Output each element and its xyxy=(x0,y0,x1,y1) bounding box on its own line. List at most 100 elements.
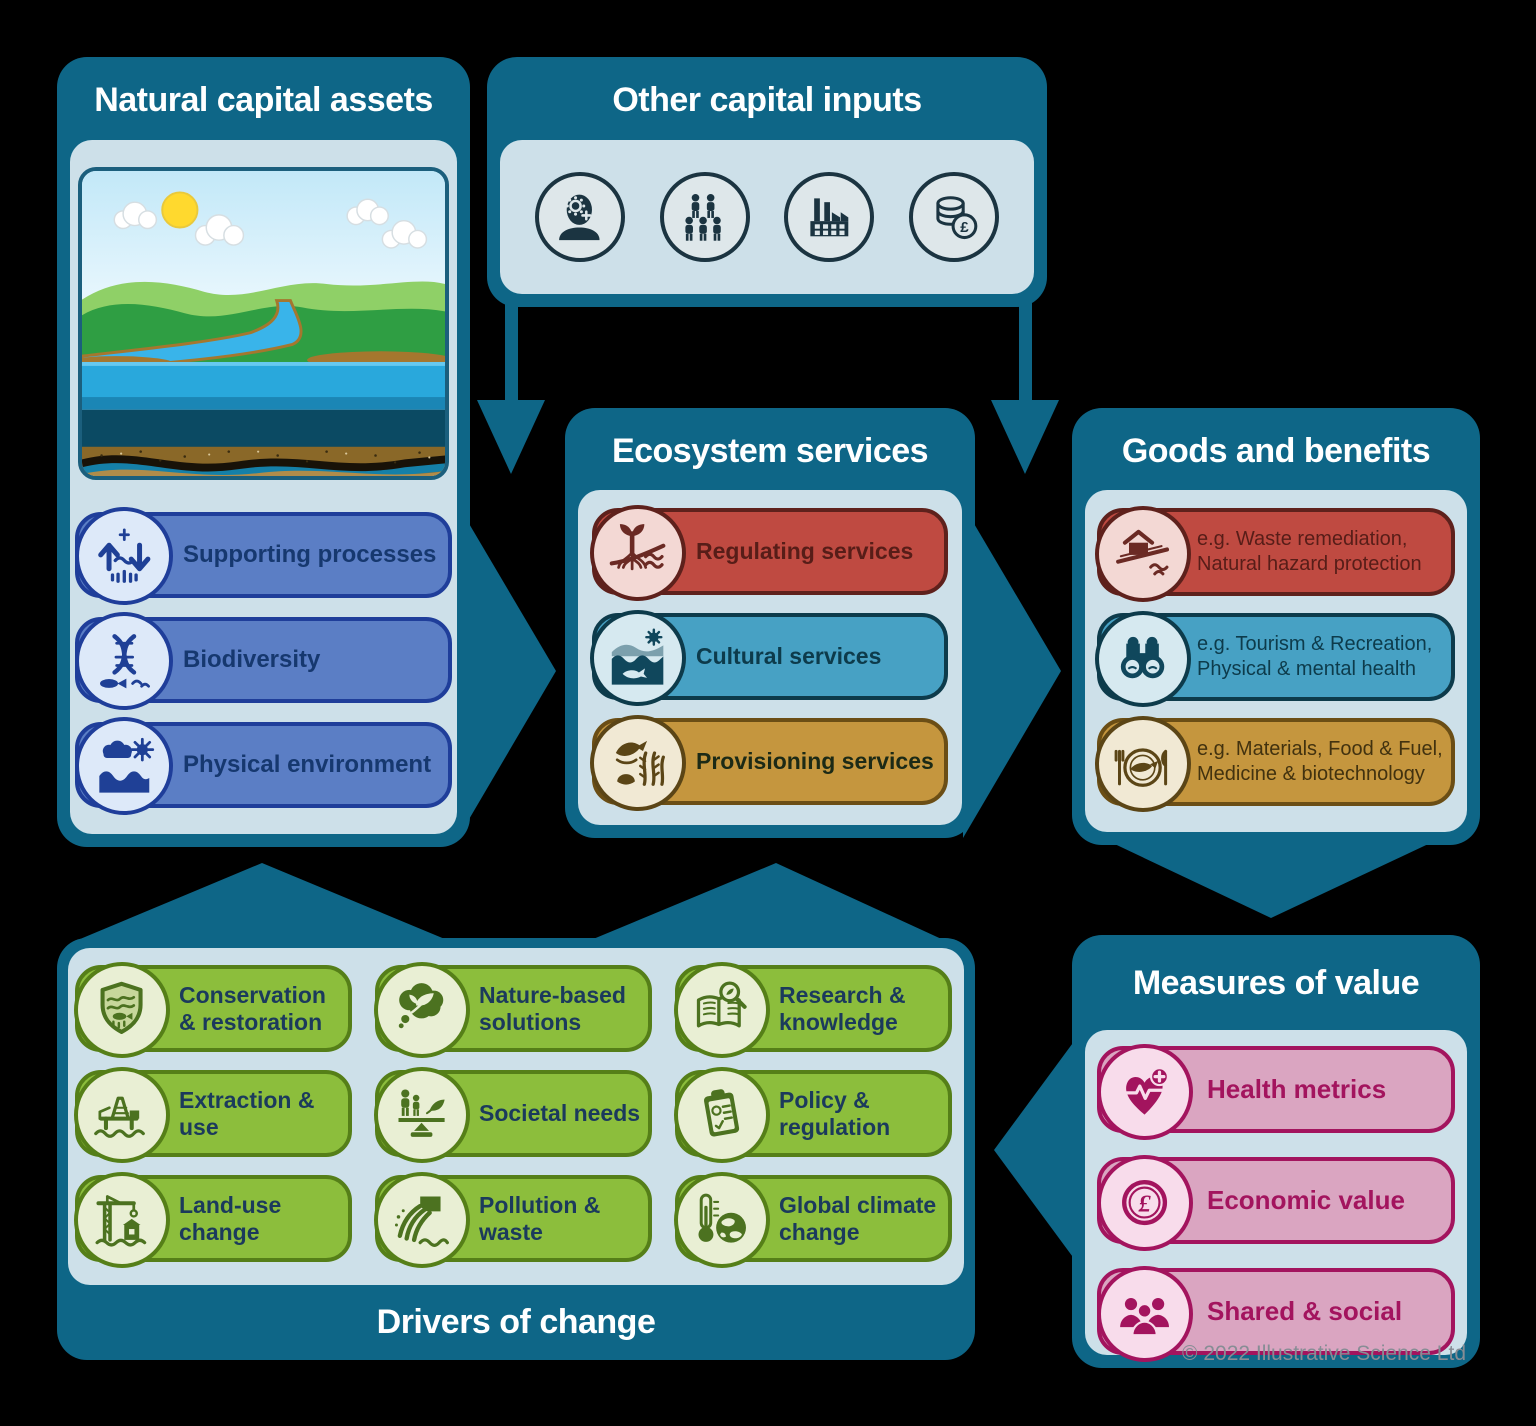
human-capital-icon xyxy=(534,172,625,262)
extraction-use-icon xyxy=(74,1067,170,1163)
pill-cultural-services: Cultural services xyxy=(590,610,948,706)
social-capital-icon xyxy=(659,172,750,262)
pill-societal-needs: Societal needs xyxy=(374,1067,652,1163)
up-arrow-drivers-to-natural xyxy=(73,863,452,942)
pill-label: Pollution & waste xyxy=(479,1192,601,1245)
global-climate-change-icon xyxy=(674,1172,770,1268)
up-arrow-drivers-to-ecosystem xyxy=(586,863,948,942)
right-arrow-ecosystem-to-goods xyxy=(963,505,1061,838)
pill-shared-social: Shared & social xyxy=(1097,1266,1455,1362)
physical-environment-icon xyxy=(75,717,173,815)
right-arrow-natural-to-ecosystem xyxy=(458,505,556,838)
pill-provisioning-services: Provisioning services xyxy=(590,715,948,811)
health-metrics-icon xyxy=(1097,1044,1193,1140)
pill-label: e.g. Waste remediation, Natural hazard p… xyxy=(1197,528,1422,575)
left-arrow-measures-to-drivers xyxy=(994,1036,1078,1264)
pill-label: Conservation & restoration xyxy=(179,982,326,1035)
conservation-restoration-icon xyxy=(74,962,170,1058)
pill-regulating-services: Regulating services xyxy=(590,505,948,601)
pill-label: Regulating services xyxy=(696,538,914,564)
provisioning-services-icon xyxy=(590,715,686,811)
panel-ecosystem-services: Ecosystem services Regulating services xyxy=(565,408,975,838)
pill-label: Shared & social xyxy=(1207,1296,1403,1326)
down-arrowhead xyxy=(991,400,1059,474)
pill-label: Policy & regulation xyxy=(779,1087,891,1140)
hazard-protection-icon xyxy=(1095,506,1191,602)
connector-line xyxy=(505,298,518,406)
panel-drivers-of-change: Conservation & restoration N xyxy=(57,938,975,1360)
svg-text:£: £ xyxy=(1138,1191,1152,1218)
policy-regulation-icon xyxy=(674,1067,770,1163)
panel-title: Measures of value xyxy=(1132,964,1420,1002)
pill-economic-value: £ Economic value xyxy=(1097,1155,1455,1251)
manufactured-capital-icon xyxy=(784,172,875,262)
svg-text:£: £ xyxy=(960,219,969,236)
pill-materials-food-fuel: e.g. Materials, Food & Fuel, Medicine & … xyxy=(1095,716,1455,812)
pill-label: Supporting processes xyxy=(183,541,437,568)
pill-label: Biodiversity xyxy=(183,646,321,673)
pill-label: Extraction & use xyxy=(179,1087,315,1140)
regulating-services-icon xyxy=(590,505,686,601)
land-use-change-icon xyxy=(74,1172,170,1268)
panel-title: Other capital inputs xyxy=(612,81,922,119)
panel-title: Natural capital assets xyxy=(94,81,433,119)
pill-health-metrics: Health metrics xyxy=(1097,1044,1455,1140)
pill-land-use-change: Land-use change xyxy=(74,1172,352,1268)
pill-label: e.g. Tourism & Recreation, Physical & me… xyxy=(1197,633,1433,680)
panel-title: Ecosystem services xyxy=(611,432,929,470)
panel-body: £ xyxy=(500,140,1034,294)
pill-conservation-restoration: Conservation & restoration xyxy=(74,962,352,1058)
pill-label: Cultural services xyxy=(696,643,882,669)
pill-tourism-recreation: e.g. Tourism & Recreation, Physical & me… xyxy=(1095,611,1455,707)
landscape-illustration xyxy=(78,167,449,480)
materials-food-icon xyxy=(1095,716,1191,812)
panel-title: Goods and benefits xyxy=(1121,432,1431,470)
financial-capital-icon: £ xyxy=(909,172,1000,262)
pill-physical-environment: Physical environment xyxy=(75,717,452,815)
biodiversity-icon xyxy=(75,612,173,710)
pill-label: Provisioning services xyxy=(696,748,934,774)
panel-other-capital-inputs: Other capital inputs xyxy=(487,57,1047,307)
cultural-services-icon xyxy=(590,610,686,706)
panel-measures-of-value: Measures of value Health metrics xyxy=(1072,935,1480,1368)
panel-natural-capital-assets: Natural capital assets xyxy=(57,57,470,847)
pill-supporting-processes: Supporting processes xyxy=(75,507,452,605)
down-arrowhead xyxy=(477,400,545,474)
pollution-waste-icon xyxy=(374,1172,470,1268)
pill-label: Physical environment xyxy=(183,751,432,778)
tourism-recreation-icon xyxy=(1095,611,1191,707)
panel-goods-and-benefits: Goods and benefits e.g. Waste remediatio… xyxy=(1072,408,1480,845)
societal-needs-icon xyxy=(374,1067,470,1163)
pill-label: Global climate change xyxy=(779,1192,937,1245)
down-arrow-goods-to-measures xyxy=(1085,830,1458,918)
pill-label: Health metrics xyxy=(1207,1074,1387,1104)
panel-body: Health metrics £ Economic value xyxy=(1085,1030,1467,1362)
pill-nature-based-solutions: Nature-based solutions xyxy=(374,962,652,1058)
panel-body: e.g. Waste remediation, Natural hazard p… xyxy=(1085,490,1467,832)
pill-label: Societal needs xyxy=(479,1100,641,1127)
pill-pollution-waste: Pollution & waste xyxy=(374,1172,652,1268)
copyright-notice: © 2022 Illustrative Science Ltd xyxy=(1182,1342,1466,1365)
panel-title: Drivers of change xyxy=(376,1303,656,1341)
panel-body: Supporting processes Biodiversity xyxy=(70,140,457,834)
connector-line xyxy=(1019,298,1032,406)
panel-body: Conservation & restoration N xyxy=(68,948,964,1285)
pill-label: Nature-based solutions xyxy=(479,982,626,1035)
nature-based-solutions-icon xyxy=(374,962,470,1058)
pill-biodiversity: Biodiversity xyxy=(75,612,452,710)
pill-label: e.g. Materials, Food & Fuel, Medicine & … xyxy=(1197,738,1443,785)
shared-social-icon xyxy=(1097,1266,1193,1362)
supporting-processes-icon xyxy=(75,507,173,605)
pill-waste-remediation: e.g. Waste remediation, Natural hazard p… xyxy=(1095,506,1455,602)
research-knowledge-icon xyxy=(674,962,770,1058)
pill-label: Land-use change xyxy=(179,1192,282,1245)
pill-research-knowledge: Research & knowledge xyxy=(674,962,952,1058)
economic-value-icon: £ xyxy=(1097,1155,1193,1251)
panel-body: Regulating services Cultural services xyxy=(578,490,962,825)
pill-global-climate-change: Global climate change xyxy=(674,1172,952,1268)
pill-label: Economic value xyxy=(1207,1185,1405,1215)
pill-label: Research & knowledge xyxy=(779,982,906,1035)
pill-policy-regulation: Policy & regulation xyxy=(674,1067,952,1163)
